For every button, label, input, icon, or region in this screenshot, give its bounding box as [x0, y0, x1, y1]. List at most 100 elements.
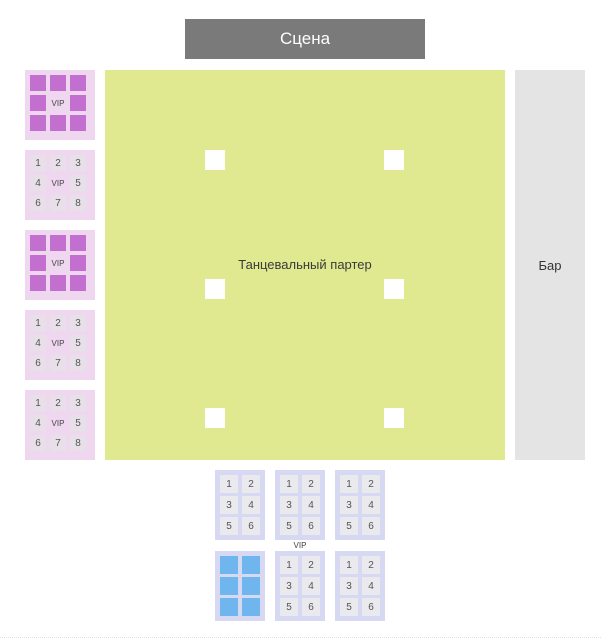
seat[interactable]: 6 — [302, 517, 320, 535]
seat[interactable]: 2 — [302, 556, 320, 574]
seat[interactable]: 2 — [362, 475, 380, 493]
seat[interactable]: 7 — [50, 355, 66, 371]
seat[interactable]: 6 — [362, 598, 380, 616]
seat-sold — [50, 235, 66, 251]
seat-sold — [70, 95, 86, 111]
seat[interactable]: 1 — [340, 556, 358, 574]
seat-sold — [242, 598, 260, 616]
seat[interactable]: 5 — [280, 598, 298, 616]
seat[interactable]: 8 — [70, 435, 86, 451]
vip-seat-grid: VIP — [30, 75, 90, 135]
seat[interactable]: 8 — [70, 355, 86, 371]
seat-sold — [30, 255, 46, 271]
seat-sold — [30, 95, 46, 111]
seat[interactable]: 1 — [220, 475, 238, 493]
seat[interactable]: 7 — [50, 195, 66, 211]
dance-floor-label: Танцевальный партер — [238, 257, 372, 272]
seat-sold — [50, 75, 66, 91]
seat-sold — [30, 75, 46, 91]
vip-table[interactable]: VIP — [25, 230, 95, 300]
seat-sold — [242, 556, 260, 574]
seat[interactable]: 5 — [220, 517, 238, 535]
seat-sold — [242, 577, 260, 595]
stage-block: Сцена — [185, 19, 425, 59]
seat[interactable]: 4 — [302, 577, 320, 595]
seat[interactable]: 4 — [362, 496, 380, 514]
seat[interactable]: 2 — [302, 475, 320, 493]
seat-sold — [220, 556, 238, 574]
seat-sold — [70, 235, 86, 251]
seat[interactable]: 2 — [50, 315, 66, 331]
seat[interactable]: 3 — [70, 395, 86, 411]
seat[interactable]: 2 — [50, 155, 66, 171]
seat[interactable]: 6 — [302, 598, 320, 616]
seat-sold — [50, 115, 66, 131]
pillar — [384, 408, 404, 428]
seat[interactable]: 4 — [242, 496, 260, 514]
seat[interactable]: 4 — [30, 335, 46, 351]
pillar — [384, 279, 404, 299]
vip-table[interactable]: VIP — [25, 70, 95, 140]
seat[interactable]: 6 — [30, 355, 46, 371]
seat[interactable]: 6 — [362, 517, 380, 535]
seat[interactable]: 6 — [30, 435, 46, 451]
seat[interactable]: 3 — [340, 577, 358, 595]
seat[interactable]: 5 — [340, 517, 358, 535]
seat[interactable]: 7 — [50, 435, 66, 451]
seat-sold — [70, 275, 86, 291]
seat[interactable]: 2 — [50, 395, 66, 411]
seat[interactable]: 2 — [242, 475, 260, 493]
seat[interactable]: 4 — [30, 175, 46, 191]
seat[interactable]: 3 — [340, 496, 358, 514]
pillar — [384, 150, 404, 170]
seat[interactable]: 4 — [302, 496, 320, 514]
seat[interactable]: 6 — [242, 517, 260, 535]
seat[interactable]: 1 — [30, 155, 46, 171]
vip-seat-grid: VIP — [30, 235, 90, 295]
seat[interactable]: 8 — [70, 195, 86, 211]
seat[interactable]: 1 — [340, 475, 358, 493]
seat-sold — [220, 577, 238, 595]
seat[interactable]: 3 — [280, 496, 298, 514]
seat-sold — [70, 255, 86, 271]
seat[interactable]: 3 — [70, 315, 86, 331]
dance-floor[interactable]: Танцевальный партер — [105, 70, 505, 460]
pillar — [205, 150, 225, 170]
seat[interactable]: 5 — [70, 335, 86, 351]
vip-table-label: VIP — [51, 98, 65, 108]
seat[interactable]: 3 — [70, 155, 86, 171]
seat[interactable]: 1 — [280, 556, 298, 574]
seat[interactable]: 2 — [362, 556, 380, 574]
table[interactable] — [215, 551, 265, 621]
seat[interactable]: 3 — [280, 577, 298, 595]
seat[interactable]: 4 — [30, 415, 46, 431]
seat[interactable]: 1 — [280, 475, 298, 493]
seat[interactable]: 5 — [70, 415, 86, 431]
vip-table-label: VIP — [51, 258, 65, 268]
seat[interactable]: 1 — [30, 315, 46, 331]
seat[interactable]: 6 — [30, 195, 46, 211]
seat[interactable]: 3 — [220, 496, 238, 514]
seat[interactable]: 5 — [340, 598, 358, 616]
stage-label: Сцена — [279, 29, 331, 48]
divider — [0, 637, 601, 638]
table-seat-grid — [220, 556, 260, 616]
seat[interactable]: 4 — [362, 577, 380, 595]
seat[interactable]: 5 — [280, 517, 298, 535]
seat[interactable]: 1 — [30, 395, 46, 411]
seat[interactable]: 5 — [70, 175, 86, 191]
